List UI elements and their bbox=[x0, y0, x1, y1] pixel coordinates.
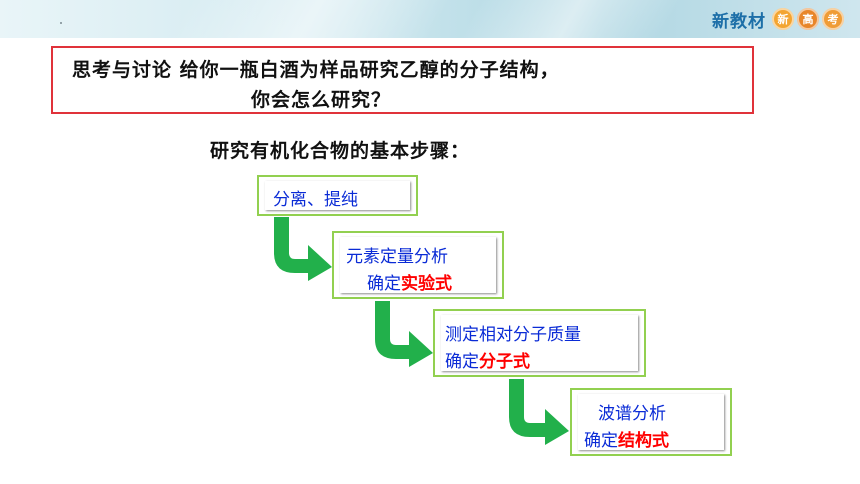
step-1-label: 分离、提纯 bbox=[273, 190, 358, 210]
question-box: 思考与讨论 给你一瓶白酒为样品研究乙醇的分子结构， 你会怎么研究？ bbox=[51, 46, 754, 114]
step-elemental-analysis: 元素定量分析 确定实验式 bbox=[332, 231, 504, 299]
brand-text: 新教材 bbox=[712, 11, 766, 32]
brand-badge-xin: 新 bbox=[772, 8, 794, 30]
step-2-line-2: 确定实验式 bbox=[367, 274, 452, 294]
header-band: 新教材 新 高 考 bbox=[0, 0, 860, 38]
step-spectroscopy: 波谱分析 确定结构式 bbox=[570, 388, 732, 456]
arrow-step3-to-step4 bbox=[509, 379, 569, 445]
brand-badge-gao: 高 bbox=[797, 8, 819, 30]
brand-logo: 新教材 新 高 考 bbox=[712, 6, 844, 32]
arrow-step1-to-step2 bbox=[274, 217, 332, 281]
empirical-formula-highlight: 实验式 bbox=[401, 274, 452, 294]
step-2-line-1: 元素定量分析 bbox=[346, 247, 448, 267]
step-3-line-2: 确定分子式 bbox=[445, 352, 530, 372]
step-4-line-1: 波谱分析 bbox=[598, 404, 666, 424]
step-molecular-mass: 测定相对分子质量 确定分子式 bbox=[433, 309, 646, 377]
step-3-line-1: 测定相对分子质量 bbox=[445, 325, 581, 345]
step-4-line-2: 确定结构式 bbox=[584, 431, 669, 451]
question-line-1: 思考与讨论 给你一瓶白酒为样品研究乙醇的分子结构， bbox=[72, 59, 560, 81]
structural-formula-highlight: 结构式 bbox=[618, 431, 669, 451]
question-line-2: 你会怎么研究？ bbox=[251, 89, 392, 111]
decorative-dot bbox=[60, 22, 62, 24]
molecular-formula-highlight: 分子式 bbox=[479, 352, 530, 372]
arrow-step2-to-step3 bbox=[375, 301, 433, 367]
step-separation: 分离、提纯 bbox=[257, 175, 418, 216]
brand-badge-kao: 考 bbox=[822, 8, 844, 30]
steps-title: 研究有机化合物的基本步骤： bbox=[210, 140, 471, 162]
